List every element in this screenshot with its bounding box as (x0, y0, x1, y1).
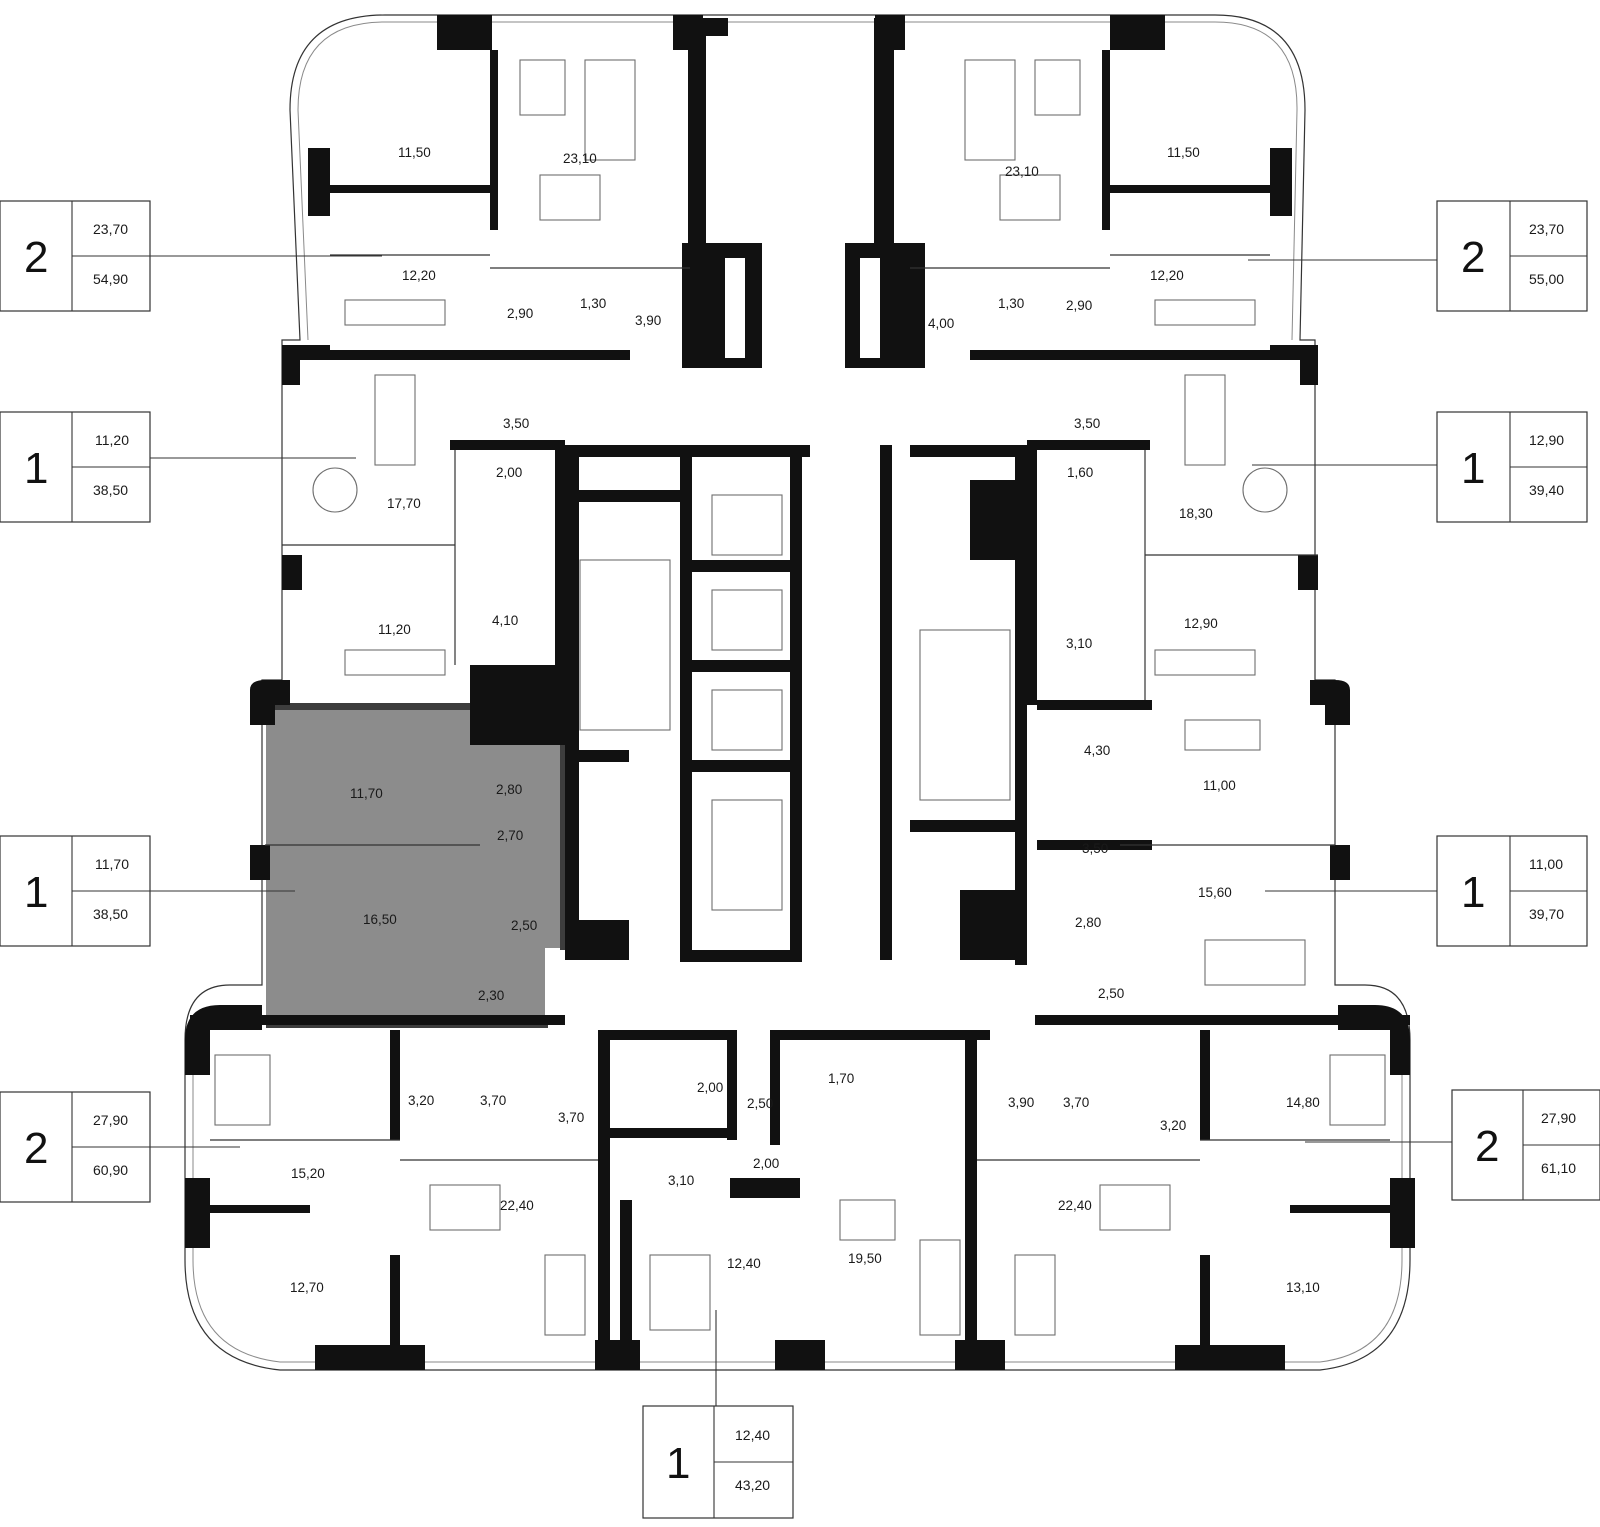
room-label: 14,80 (1286, 1095, 1320, 1110)
room-label: 11,00 (1203, 778, 1236, 793)
living-area: 23,70 (1529, 221, 1564, 237)
room-label: 2,50 (511, 918, 537, 933)
rooms-count: 1 (1461, 868, 1485, 917)
room-label: 3,90 (635, 313, 661, 328)
total-area: 61,10 (1541, 1160, 1576, 1176)
living-area: 23,70 (93, 221, 128, 237)
structural-walls (185, 15, 1415, 1370)
room-label: 15,20 (291, 1166, 325, 1181)
rooms-count: 2 (1461, 233, 1485, 282)
living-area: 11,70 (95, 856, 129, 872)
room-label: 12,70 (290, 1280, 324, 1295)
room-label: 1,70 (828, 1071, 854, 1086)
room-label: 2,90 (507, 306, 533, 321)
room-label: 11,20 (378, 622, 411, 637)
unit-callout-bottom-right[interactable]: 2 27,90 61,10 (1451, 1089, 1600, 1201)
interior-partitions (210, 254, 1390, 1161)
room-label: 1,60 (1067, 465, 1093, 480)
rooms-count: 2 (1475, 1122, 1499, 1171)
room-label: 2,50 (1098, 986, 1124, 1001)
room-label: 2,30 (478, 988, 504, 1003)
room-label: 12,20 (402, 268, 436, 283)
room-label: 3,50 (1074, 416, 1100, 431)
room-label: 2,00 (697, 1080, 723, 1095)
unit-callout-bottom-left[interactable]: 2 27,90 60,90 (0, 1091, 151, 1203)
living-area: 11,20 (95, 432, 129, 448)
living-area: 27,90 (93, 1112, 128, 1128)
unit-callout-top-left[interactable]: 2 23,70 54,90 (0, 200, 151, 312)
room-label: 4,30 (1084, 743, 1110, 758)
room-label: 23,10 (563, 151, 597, 166)
room-label: 3,50 (1082, 841, 1108, 856)
total-area: 39,70 (1529, 906, 1564, 922)
unit-callout-upper-right[interactable]: 1 12,90 39,40 (1436, 411, 1588, 523)
room-label: 3,90 (1008, 1095, 1034, 1110)
room-labels: 11,50 23,10 12,20 2,90 1,30 3,90 23,10 1… (290, 145, 1320, 1295)
room-label: 22,40 (1058, 1198, 1092, 1213)
room-label: 11,50 (398, 145, 431, 160)
room-label: 17,70 (387, 496, 421, 511)
room-label: 13,10 (1286, 1280, 1320, 1295)
room-label: 2,00 (496, 465, 522, 480)
total-area: 38,50 (93, 906, 128, 922)
total-area: 60,90 (93, 1162, 128, 1178)
leader-lines (150, 255, 1457, 1406)
room-label: 23,10 (1005, 164, 1039, 179)
room-label: 2,90 (1066, 298, 1092, 313)
rooms-count: 1 (24, 444, 48, 493)
total-area: 38,50 (93, 482, 128, 498)
room-label: 4,10 (492, 613, 518, 628)
total-area: 39,40 (1529, 482, 1564, 498)
total-area: 55,00 (1529, 271, 1564, 287)
room-label: 15,60 (1198, 885, 1232, 900)
rooms-count: 2 (24, 1124, 48, 1173)
room-label: 3,70 (1063, 1095, 1089, 1110)
room-label: 12,40 (727, 1256, 761, 1271)
total-area: 43,20 (735, 1477, 770, 1493)
room-label: 3,10 (1066, 636, 1092, 651)
room-label: 3,50 (503, 416, 529, 431)
unit-callout-upper-left[interactable]: 1 11,20 38,50 (0, 411, 151, 523)
living-area: 27,90 (1541, 1110, 1576, 1126)
room-label: 18,30 (1179, 506, 1213, 521)
room-label: 12,90 (1184, 616, 1218, 631)
room-label: 2,00 (753, 1156, 779, 1171)
room-label: 4,00 (928, 316, 954, 331)
total-area: 54,90 (93, 271, 128, 287)
room-label: 2,80 (496, 782, 522, 797)
room-label: 11,50 (1167, 145, 1200, 160)
room-label: 1,30 (998, 296, 1024, 311)
living-area: 11,00 (1529, 856, 1563, 872)
room-label: 22,40 (500, 1198, 534, 1213)
rooms-count: 1 (1461, 444, 1485, 493)
room-label: 3,20 (1160, 1118, 1186, 1133)
room-label: 2,50 (747, 1096, 773, 1111)
rooms-count: 1 (24, 868, 48, 917)
unit-callout-top-right[interactable]: 2 23,70 55,00 (1436, 200, 1588, 312)
unit-callout-mid-left-selected[interactable]: 1 11,70 38,50 (0, 835, 151, 947)
unit-callout-mid-right[interactable]: 1 11,00 39,70 (1436, 835, 1588, 947)
furniture-outlines (214, 59, 1386, 1336)
rooms-count: 1 (666, 1439, 690, 1488)
room-label: 19,50 (848, 1251, 882, 1266)
room-label: 3,70 (480, 1093, 506, 1108)
living-area: 12,90 (1529, 432, 1564, 448)
room-label: 2,80 (1075, 915, 1101, 930)
room-label: 3,70 (558, 1110, 584, 1125)
rooms-count: 2 (24, 233, 48, 282)
room-label: 12,20 (1150, 268, 1184, 283)
room-label: 11,70 (350, 786, 383, 801)
room-label: 3,10 (668, 1173, 694, 1188)
selected-unit-area[interactable] (266, 703, 567, 1028)
room-label: 2,70 (497, 828, 523, 843)
living-area: 12,40 (735, 1427, 770, 1443)
room-label: 1,30 (580, 296, 606, 311)
room-label: 16,50 (363, 912, 397, 927)
unit-callout-bottom-center[interactable]: 1 12,40 43,20 (642, 1405, 794, 1519)
room-label: 3,20 (408, 1093, 434, 1108)
